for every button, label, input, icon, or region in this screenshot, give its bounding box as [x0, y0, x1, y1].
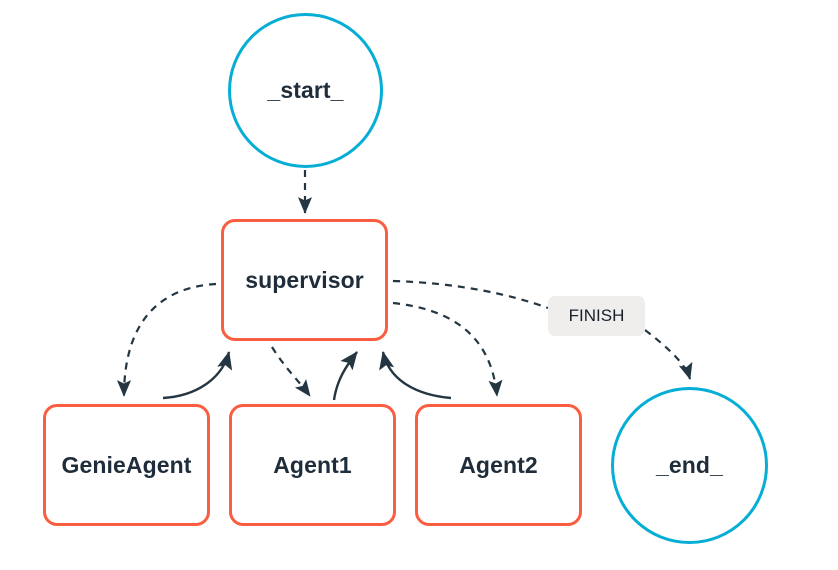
node-agent1[interactable]: Agent1 [229, 404, 396, 526]
node-supervisor-label: supervisor [245, 266, 364, 293]
edge-agent1-to-supervisor [332, 351, 358, 401]
node-genieagent[interactable]: GenieAgent [43, 404, 210, 526]
node-genieagent-label: GenieAgent [61, 451, 192, 478]
node-agent2-label: Agent2 [459, 451, 538, 478]
node-supervisor[interactable]: supervisor [221, 219, 388, 341]
edge-supervisor-to-agent1 [271, 346, 311, 397]
node-start[interactable]: _start_ [228, 13, 383, 168]
node-end-label: _end_ [656, 452, 723, 478]
node-agent2[interactable]: Agent2 [415, 404, 582, 526]
edge-supervisor-to-agent2 [392, 301, 503, 397]
node-end[interactable]: _end_ [611, 387, 768, 544]
edge-label-finish-text: FINISH [568, 306, 625, 325]
edge-label-finish[interactable]: FINISH [548, 296, 645, 336]
node-agent1-label: Agent1 [273, 451, 352, 478]
edge-genieagent-to-supervisor [162, 351, 233, 400]
node-start-label: _start_ [267, 77, 344, 103]
edge-finish-label-to-end [644, 329, 693, 380]
edge-supervisor-to-finish-label [392, 279, 549, 310]
edge-agent2-to-supervisor [379, 351, 452, 400]
edge-supervisor-to-genieagent [116, 282, 217, 397]
